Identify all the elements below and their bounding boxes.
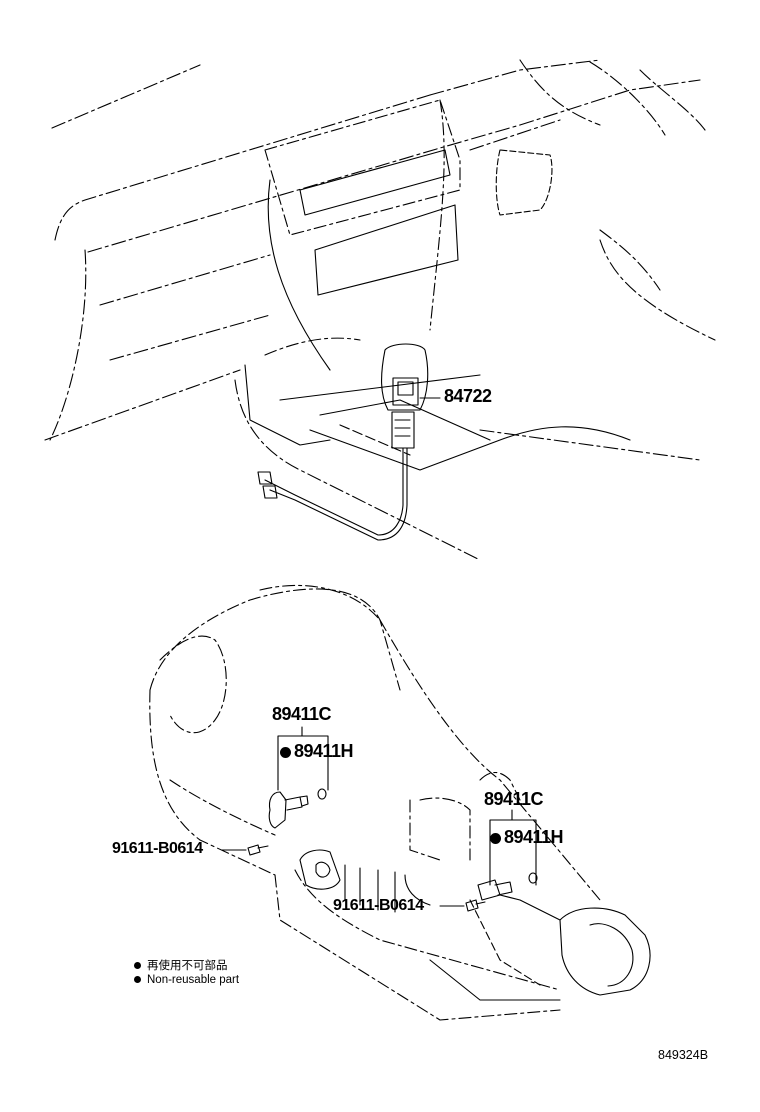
legend-line-japanese: 再使用不可部品 [134, 957, 228, 973]
legend-english-text: Non-reusable part [147, 974, 240, 986]
label-91611-lower: 91611-B0614 [333, 897, 424, 914]
label-89411c-upper: 89411C [272, 704, 332, 724]
legend-japanese-text: 再使用不可部品 [147, 960, 228, 972]
non-reusable-dot-icon [490, 833, 501, 844]
legend-dot-icon [134, 976, 141, 983]
upper-speed-sensor-drawing [221, 788, 327, 856]
upper-sensor-bracket [277, 726, 329, 791]
legend-line-english: Non-reusable part [134, 974, 239, 986]
label-89411c-lower: 89411C [484, 789, 544, 809]
shift-lock-switch-drawing [257, 343, 441, 541]
dashboard-outline [44, 59, 716, 561]
lower-sensor-bracket [489, 809, 537, 886]
transmission-body [299, 849, 651, 1001]
label-89411h-lower: 89411H [490, 827, 564, 848]
label-89411h-upper: 89411H [280, 741, 354, 762]
label-89411h-lower-text: 89411H [504, 827, 564, 847]
transmission-outline [149, 584, 601, 1021]
figure-code: 849324B [658, 1048, 709, 1062]
label-91611-upper: 91611-B0614 [112, 840, 203, 857]
label-89411h-upper-text: 89411H [294, 741, 354, 761]
non-reusable-dot-icon [280, 747, 291, 758]
center-panel [244, 99, 631, 471]
legend-dot-icon [134, 962, 141, 969]
lower-speed-sensor-drawing [439, 872, 538, 912]
label-84722: 84722 [444, 386, 492, 406]
